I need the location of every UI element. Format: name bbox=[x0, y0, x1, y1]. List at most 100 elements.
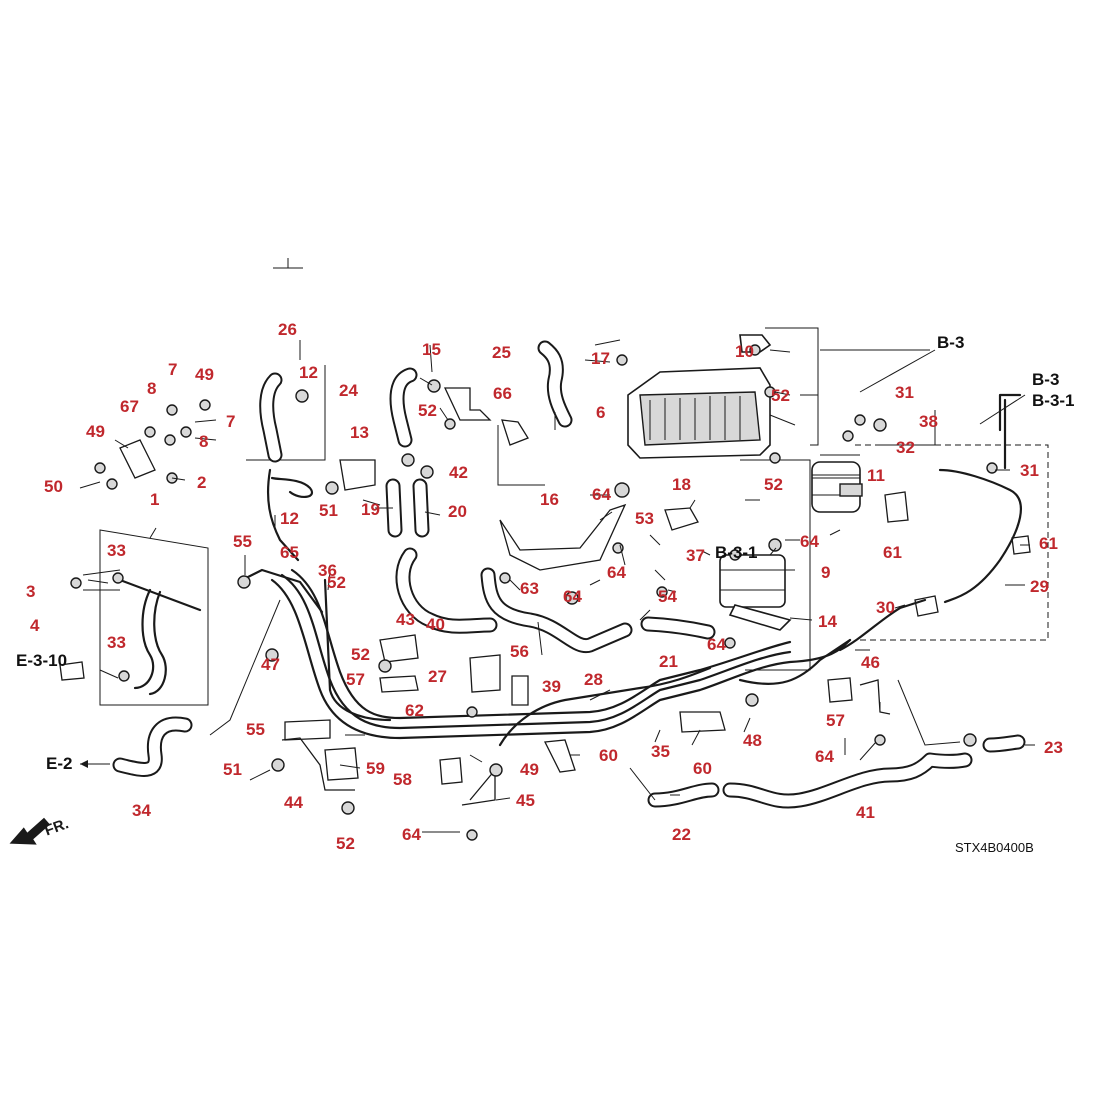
callout-52: 52 bbox=[351, 645, 370, 664]
ref-b-3-1: B-3-1 bbox=[715, 543, 758, 562]
fasteners bbox=[70, 344, 998, 841]
callout-66: 66 bbox=[493, 384, 512, 403]
callout-65: 65 bbox=[280, 543, 299, 562]
bracket-46 bbox=[859, 679, 891, 715]
bracket-27 bbox=[469, 654, 501, 693]
clip-57b bbox=[511, 675, 529, 706]
callout-54: 54 bbox=[658, 587, 677, 606]
ref-e-3-10: E-3-10 bbox=[16, 651, 67, 670]
callout-51: 51 bbox=[319, 501, 338, 520]
callout-52: 52 bbox=[771, 386, 790, 405]
callout-41: 41 bbox=[856, 803, 875, 822]
callout-55: 55 bbox=[246, 720, 265, 739]
callout-49: 49 bbox=[86, 422, 105, 441]
callout-46: 46 bbox=[861, 653, 880, 672]
callout-25: 25 bbox=[492, 343, 511, 362]
callout-55: 55 bbox=[233, 532, 252, 551]
canister-9 bbox=[719, 554, 792, 631]
callout-53: 53 bbox=[635, 509, 654, 528]
group-box-48 bbox=[765, 327, 819, 446]
callout-43: 43 bbox=[396, 610, 415, 629]
clip-61b bbox=[543, 739, 576, 773]
callout-36: 36 bbox=[318, 561, 337, 580]
hose-20-core bbox=[414, 480, 428, 536]
clip-58 bbox=[379, 675, 419, 693]
callout-34: 34 bbox=[132, 801, 151, 820]
callout-5: 5 bbox=[0, 0, 9, 4]
group-box-47 bbox=[497, 425, 545, 486]
callout-64: 64 bbox=[815, 747, 834, 766]
callout-52: 52 bbox=[764, 475, 783, 494]
reference-labels: B-3B-3B-3-1B-3-1E-3-10E-2 bbox=[16, 333, 1075, 773]
hose-23-core bbox=[984, 736, 1024, 751]
callout-52: 52 bbox=[336, 834, 355, 853]
callout-33: 33 bbox=[107, 633, 126, 652]
ref-b-3-1: B-3-1 bbox=[1032, 391, 1075, 410]
callout-26: 26 bbox=[278, 320, 297, 339]
callout-24: 24 bbox=[339, 381, 358, 400]
clip-57a bbox=[284, 719, 331, 741]
callout-64: 64 bbox=[707, 635, 726, 654]
clip-59 bbox=[827, 677, 853, 703]
bracket-47 bbox=[501, 419, 529, 446]
callout-57: 57 bbox=[346, 670, 365, 689]
callout-16: 16 bbox=[540, 490, 559, 509]
fuel-pipe-main-1 bbox=[270, 578, 852, 740]
callout-4: 4 bbox=[30, 616, 40, 635]
callout-33: 33 bbox=[107, 541, 126, 560]
clip-62 bbox=[1011, 535, 1031, 555]
callout-23: 23 bbox=[1044, 738, 1063, 757]
clip-60a bbox=[439, 757, 463, 785]
callout-21: 21 bbox=[659, 652, 678, 671]
callout-8: 8 bbox=[147, 379, 156, 398]
clip-18 bbox=[664, 507, 699, 531]
callout-27: 27 bbox=[428, 667, 447, 686]
callout-59: 59 bbox=[366, 759, 385, 778]
pipe-30 bbox=[838, 598, 927, 652]
bracket-44 bbox=[281, 737, 355, 791]
callout-47: 47 bbox=[261, 655, 280, 674]
callout-61: 61 bbox=[1039, 534, 1058, 553]
bracket-13 bbox=[339, 459, 376, 491]
fuel-pipe-front bbox=[240, 568, 324, 614]
hose-25-core bbox=[261, 374, 281, 461]
callout-10: 10 bbox=[735, 342, 754, 361]
callout-17: 17 bbox=[591, 349, 610, 368]
callout-31: 31 bbox=[1020, 461, 1039, 480]
pipe-68 bbox=[266, 468, 300, 562]
callout-61: 61 bbox=[883, 543, 902, 562]
callout-29: 29 bbox=[1030, 577, 1049, 596]
callout-64: 64 bbox=[592, 485, 611, 504]
callout-64: 64 bbox=[402, 825, 421, 844]
pipe-29-up bbox=[998, 393, 1022, 432]
joint-30 bbox=[914, 595, 939, 617]
callout-2: 2 bbox=[197, 473, 206, 492]
fuel-pipe-vertical bbox=[323, 578, 392, 722]
group-bracket-25 bbox=[273, 258, 303, 269]
callout-35: 35 bbox=[651, 742, 670, 761]
group-box-1 bbox=[99, 529, 209, 706]
callout-45: 45 bbox=[516, 791, 535, 810]
leader-lines bbox=[79, 339, 1035, 833]
callout-69: 69 bbox=[0, 0, 19, 4]
callout-19: 19 bbox=[361, 500, 380, 519]
callout-64: 64 bbox=[563, 587, 582, 606]
ref-arrowhead-e2 bbox=[80, 760, 88, 768]
callout-11: 11 bbox=[867, 466, 885, 485]
callout-49: 49 bbox=[520, 760, 539, 779]
hose-24-core bbox=[391, 369, 416, 446]
callout-52: 52 bbox=[418, 401, 437, 420]
bracket-5 bbox=[119, 439, 156, 479]
pipe-1-c bbox=[148, 590, 167, 696]
pipe-1-b bbox=[133, 588, 155, 690]
bracket-16 bbox=[499, 503, 627, 571]
callout-18: 18 bbox=[672, 475, 691, 494]
callout-48: 48 bbox=[743, 731, 762, 750]
callout-7: 7 bbox=[226, 412, 235, 431]
callout-60: 60 bbox=[693, 759, 712, 778]
callout-6: 6 bbox=[596, 403, 605, 422]
ref-b-3: B-3 bbox=[1032, 370, 1059, 389]
clip-43 bbox=[379, 634, 419, 663]
